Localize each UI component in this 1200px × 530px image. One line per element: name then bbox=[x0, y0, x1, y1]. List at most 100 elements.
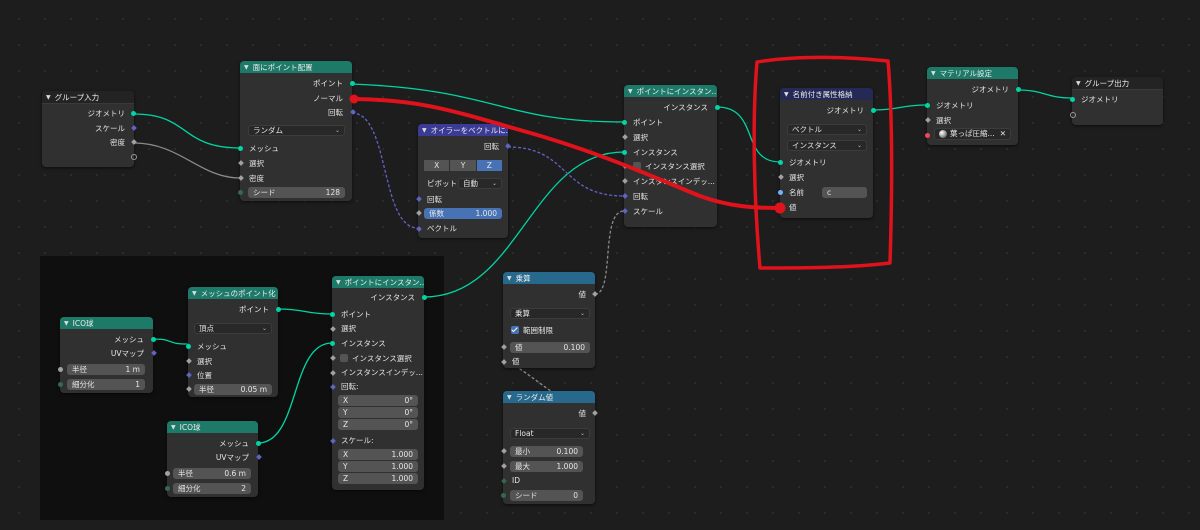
distribute-points-node[interactable]: ▼面にポイント配置 ポイント ノーマル 回転 ランダム⌄ メッシュ 選択 密度 … bbox=[238, 61, 356, 201]
instance-selection-checkbox[interactable] bbox=[340, 354, 348, 362]
points-input-socket[interactable] bbox=[330, 312, 335, 317]
pivot-dropdown[interactable]: 自動⌄ bbox=[458, 178, 502, 189]
rotation-input-socket[interactable] bbox=[330, 384, 336, 390]
collapse-chevron-icon[interactable]: ▼ bbox=[1076, 79, 1081, 87]
selection-socket[interactable] bbox=[925, 117, 931, 123]
geometry-output-socket[interactable] bbox=[1016, 87, 1021, 92]
rotation-input-socket[interactable] bbox=[416, 196, 422, 202]
seed-socket[interactable] bbox=[501, 493, 506, 498]
data-type-dropdown[interactable]: ベクトル⌄ bbox=[787, 124, 867, 135]
geometry-socket[interactable] bbox=[131, 111, 136, 116]
selection-socket[interactable] bbox=[330, 326, 336, 332]
subdivisions-socket[interactable] bbox=[165, 486, 170, 491]
domain-dropdown[interactable]: インスタンス⌄ bbox=[787, 140, 867, 151]
name-socket[interactable] bbox=[778, 190, 783, 195]
collapse-chevron-icon[interactable]: ▼ bbox=[192, 289, 197, 297]
mesh-socket[interactable] bbox=[151, 337, 156, 342]
instance-selection-socket[interactable] bbox=[330, 355, 336, 361]
axis-y-button[interactable]: Y bbox=[450, 160, 476, 171]
radius-socket[interactable] bbox=[58, 367, 63, 372]
collapse-chevron-icon[interactable]: ▼ bbox=[784, 90, 789, 98]
collapse-chevron-icon[interactable]: ▼ bbox=[46, 93, 51, 101]
material-socket[interactable] bbox=[925, 133, 930, 138]
axis-z-button[interactable]: Z bbox=[476, 160, 502, 171]
collapse-chevron-icon[interactable]: ▼ bbox=[507, 274, 512, 282]
geometry-input-socket[interactable] bbox=[778, 160, 783, 165]
distribute-method-dropdown[interactable]: ランダム⌄ bbox=[248, 125, 345, 136]
close-icon[interactable]: ✕ bbox=[999, 129, 1006, 138]
points-socket[interactable] bbox=[276, 307, 281, 312]
instance-index-socket[interactable] bbox=[622, 178, 628, 184]
vector-socket[interactable] bbox=[416, 226, 422, 232]
axis-selector[interactable]: X Y Z bbox=[424, 160, 502, 171]
collapse-chevron-icon[interactable]: ▼ bbox=[171, 423, 176, 431]
instance-selection-socket[interactable] bbox=[622, 163, 628, 169]
geometry-input-socket[interactable] bbox=[1070, 97, 1075, 102]
selection-socket[interactable] bbox=[622, 134, 628, 140]
data-type-dropdown[interactable]: Float⌄ bbox=[510, 428, 590, 439]
instances-socket[interactable] bbox=[715, 105, 720, 110]
mesh-input-socket[interactable] bbox=[186, 344, 191, 349]
group-input-node[interactable]: ▼グループ入力 ジオメトリ スケール 密度 bbox=[42, 91, 137, 167]
instance-selection-checkbox[interactable] bbox=[633, 162, 641, 170]
factor-socket[interactable] bbox=[416, 210, 422, 216]
mesh-socket[interactable] bbox=[256, 441, 261, 446]
points-input-socket[interactable] bbox=[622, 120, 627, 125]
selection-socket[interactable] bbox=[778, 174, 784, 180]
attribute-name-field[interactable]: c bbox=[822, 187, 867, 198]
instance-on-points-node-2[interactable]: ▼ポイントにインスタン... インスタンス ポイント 選択 インスタンス インス… bbox=[330, 276, 427, 490]
clamp-checkbox[interactable] bbox=[511, 326, 519, 334]
min-socket[interactable] bbox=[501, 448, 507, 454]
collapse-chevron-icon[interactable]: ▼ bbox=[422, 126, 427, 134]
selection-socket[interactable] bbox=[186, 358, 192, 364]
collapse-chevron-icon[interactable]: ▼ bbox=[628, 87, 633, 95]
instance-on-points-node[interactable]: ▼ポイントにインスタン... インスタンス ポイント 選択 インスタンス インス… bbox=[622, 85, 720, 227]
instance-input-socket[interactable] bbox=[622, 150, 627, 155]
instance-index-socket[interactable] bbox=[330, 370, 336, 376]
collapse-chevron-icon[interactable]: ▼ bbox=[507, 393, 512, 401]
geometry-input-socket[interactable] bbox=[925, 103, 930, 108]
value-input-socket-2[interactable] bbox=[501, 359, 507, 365]
position-socket[interactable] bbox=[186, 372, 192, 378]
set-material-node[interactable]: ▼マテリアル設定 ジオメトリ ジオメトリ 選択 葉っぱ圧縮... ✕ bbox=[925, 67, 1021, 145]
empty-socket[interactable] bbox=[1070, 112, 1076, 118]
instances-socket[interactable] bbox=[422, 295, 427, 300]
points-socket[interactable] bbox=[350, 81, 355, 86]
subdivisions-socket[interactable] bbox=[58, 382, 63, 387]
scale-input-socket[interactable] bbox=[622, 208, 628, 214]
max-socket[interactable] bbox=[501, 463, 507, 469]
collapse-chevron-icon[interactable]: ▼ bbox=[336, 278, 341, 286]
selection-socket[interactable] bbox=[238, 160, 244, 166]
id-socket[interactable] bbox=[501, 478, 507, 484]
axis-x-button[interactable]: X bbox=[424, 160, 450, 171]
value-input-socket[interactable] bbox=[501, 344, 507, 350]
store-named-attribute-node[interactable]: ▼名前付き属性格納 ジオメトリ ベクトル⌄ インスタンス⌄ ジオメトリ 選択 名… bbox=[778, 88, 876, 218]
radius-socket[interactable] bbox=[186, 386, 192, 392]
collapse-chevron-icon[interactable]: ▼ bbox=[64, 319, 69, 327]
collapse-chevron-icon[interactable]: ▼ bbox=[244, 63, 249, 71]
collapse-chevron-icon[interactable]: ▼ bbox=[931, 69, 936, 77]
group-output-node[interactable]: ▼グループ出力 ジオメトリ bbox=[1070, 77, 1163, 125]
density-socket[interactable] bbox=[238, 175, 244, 181]
empty-socket[interactable] bbox=[131, 154, 137, 160]
